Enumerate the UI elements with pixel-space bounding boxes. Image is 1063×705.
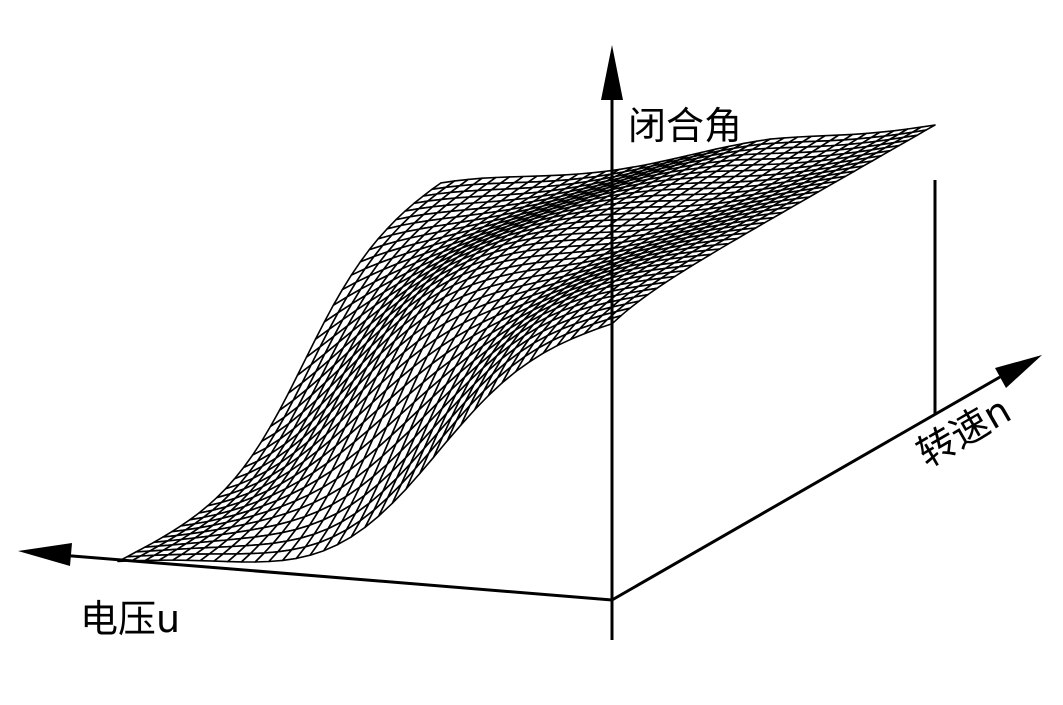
mesh-surface	[117, 124, 936, 563]
left-axis-line	[59, 553, 613, 602]
left-axis-arrowhead	[18, 543, 72, 566]
left-axis-label: 电压u	[80, 597, 181, 641]
vertical-axis-label: 闭合角	[628, 104, 743, 148]
right-axis-arrowhead	[995, 355, 1042, 388]
mesh-cell	[597, 314, 622, 330]
vertical-axis-arrowhead	[601, 45, 623, 100]
